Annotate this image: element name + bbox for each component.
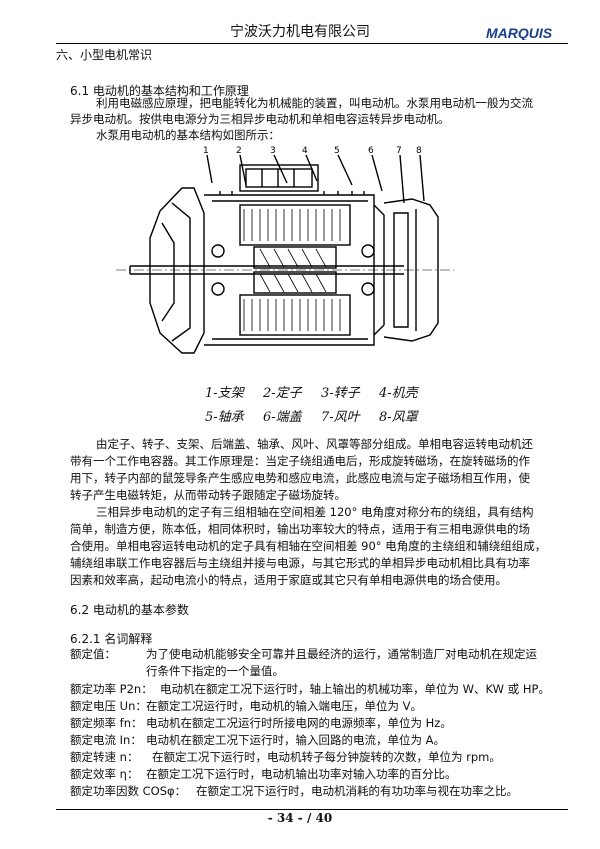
legend-item-7: 7-风叶 bbox=[321, 410, 360, 425]
page-number: - 34 - / 40 bbox=[267, 811, 333, 825]
def-rated-power-factor: 在额定工况下运行时，电动机消耗的有功功率与视在功率之比。 bbox=[196, 784, 518, 798]
term-rated-value: 额定值： bbox=[70, 647, 116, 661]
para-3-line-3: 用下，转子内部的鼠笼导条产生感应电势和感应电流，此感应电流与定子磁场相互作用，使 bbox=[70, 471, 530, 485]
def-rated-current: 电动机在额定工况下运行时，输入回路的电流，单位为 A。 bbox=[146, 733, 446, 747]
callout-3: 3 bbox=[270, 146, 276, 156]
legend-item-4: 4-机壳 bbox=[379, 386, 418, 401]
term-rated-speed: 额定转速 n： bbox=[70, 750, 139, 764]
callout-8: 8 bbox=[416, 146, 422, 156]
para-4-line-3: 合使用。单相电容运转电动机的定子具有相轴在空间相差 90° 电角度的主绕组和辅绕… bbox=[70, 539, 547, 553]
footer-rule bbox=[56, 809, 568, 810]
def-rated-value-line-2: 行条件下指定的一个量值。 bbox=[146, 664, 284, 678]
para-4-line-1: 三相异步电动机的定子有三组相轴在空间相差 120° 电角度对称分布的绕组，具有结… bbox=[96, 505, 534, 519]
def-rated-efficiency: 在额定工况下运行时，电动机输出功率对输入功率的百分比。 bbox=[146, 767, 457, 781]
para-4-line-2: 简单，制造方便，陈本低，相同体积时，输出功率较大的特点，适用于有三相电源供电的场 bbox=[70, 522, 530, 536]
heading-6-2-1: 6.2.1 名词解释 bbox=[70, 632, 153, 646]
motor-structure-diagram: 1 2 3 4 5 6 7 8 bbox=[116, 146, 454, 354]
legend-item-6: 6-端盖 bbox=[263, 410, 302, 425]
legend-item-1: 1-支架 bbox=[205, 386, 244, 401]
header-rule bbox=[56, 43, 568, 44]
callout-6: 6 bbox=[368, 146, 374, 156]
diagram-legend: 1-支架 2-定子 3-转子 4-机壳 5-轴承 6-端盖 7-风叶 8-风罩 bbox=[205, 380, 435, 428]
term-rated-frequency: 额定频率 fn： bbox=[70, 716, 143, 730]
para-3-line-2: 带有一个工作电容器。其工作原理是：当定子绕组通电后，形成旋转磁场，在旋转磁场的作 bbox=[70, 454, 530, 468]
heading-6-1: 6.1 电动机的基本结构和工作原理 bbox=[70, 84, 249, 98]
def-rated-value-line-1: 为了使电动机能够安全可靠并且最经济的运行，通常制造厂对电动机在规定运 bbox=[146, 647, 537, 661]
svg-text:MARQUIS: MARQUIS bbox=[486, 25, 553, 40]
legend-item-5: 5-轴承 bbox=[205, 410, 244, 425]
para-4-line-4: 辅绕组串联工作电容器后与主绕组并接与电源，与其它形式的单相异步电动机相比具有功率 bbox=[70, 556, 530, 570]
header-company: 宁波沃力机电有限公司 bbox=[230, 24, 370, 40]
para-2: 水泵用电动机的基本结构如图所示： bbox=[96, 128, 280, 142]
para-1-line-1: 利用电磁感应原理，把电能转化为机械能的装置，叫电动机。水泵用电动机一般为交流 bbox=[96, 96, 533, 110]
marquis-logo: MARQUIS bbox=[486, 25, 553, 40]
callout-1: 1 bbox=[203, 146, 209, 156]
term-rated-efficiency: 额定效率 η： bbox=[70, 767, 139, 781]
term-rated-power: 额定功率 P2n： bbox=[70, 682, 153, 696]
section-title: 六、小型电机常识 bbox=[56, 48, 153, 62]
para-1-line-2: 异步电动机。按供电电源分为三相异步电动机和单相电容运转异步电动机。 bbox=[70, 112, 450, 126]
term-rated-power-factor: 额定功率因数 COSφ： bbox=[70, 784, 187, 798]
legend-item-8: 8-风罩 bbox=[379, 410, 418, 425]
callout-7: 7 bbox=[396, 146, 402, 156]
para-3-line-1: 由定子、转子、支架、后端盖、轴承、风叶、风罩等部分组成。单相电容运转电动机还 bbox=[96, 437, 533, 451]
heading-6-2: 6.2 电动机的基本参数 bbox=[70, 603, 189, 617]
def-rated-voltage: 在额定工况运行时，电动机的输入端电压，单位为 V。 bbox=[146, 699, 423, 713]
def-rated-power: 电动机在额定工况下运行时，轴上输出的机械功率，单位为 W、KW 或 HP。 bbox=[160, 682, 550, 696]
legend-item-2: 2-定子 bbox=[263, 386, 302, 401]
para-4-line-5: 因素和效率高，起动电流小的特点，适用于家庭或其它只有单相电源供电的场合使用。 bbox=[70, 573, 507, 587]
legend-item-3: 3-转子 bbox=[321, 386, 360, 401]
term-rated-current: 额定电流 In： bbox=[70, 733, 142, 747]
term-rated-voltage: 额定电压 Un： bbox=[70, 699, 147, 713]
callout-2: 2 bbox=[236, 146, 242, 156]
callout-4: 4 bbox=[302, 146, 308, 156]
para-3-line-4: 转子产生电磁转矩，从而带动转子跟随定子磁场旋转。 bbox=[70, 488, 346, 502]
callout-5: 5 bbox=[334, 146, 340, 156]
def-rated-frequency: 电动机在额定工况运行时所接电网的电源频率，单位为 Hz。 bbox=[146, 716, 452, 730]
def-rated-speed: 在额定工况下运行时，电动机转子每分钟旋转的次数，单位为 rpm。 bbox=[152, 750, 501, 764]
